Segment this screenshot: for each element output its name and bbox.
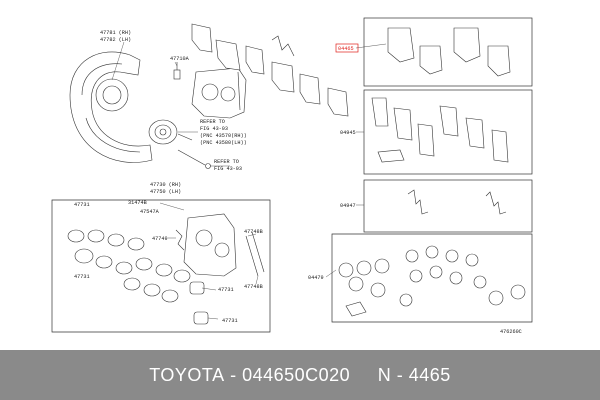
leader-lines	[111, 41, 387, 320]
spacer	[350, 365, 378, 386]
n-value: 4465	[408, 364, 451, 385]
label-pads: 04465	[338, 46, 354, 52]
separator-dash: -	[224, 364, 243, 385]
label-refer-1-rh: (PNC 43570(RH))	[200, 133, 247, 139]
label-refer-1-fig: FIG 43-03	[200, 126, 228, 132]
caliper-upper	[191, 67, 247, 119]
shim-kit-box	[363, 89, 533, 175]
clip-kit-box	[363, 179, 533, 233]
brand-name: TOYOTA	[149, 364, 225, 385]
label-refer-2: REFER TO	[214, 159, 239, 165]
label-47748b-b: 47748B	[244, 284, 263, 290]
label-clips: 04947	[340, 203, 356, 209]
label-caliper-rh: 47730 (RH)	[150, 182, 181, 188]
part-number: 044650C020	[242, 364, 351, 385]
label-31474b: 31474B	[128, 200, 147, 206]
label-47749: 47749	[152, 236, 168, 242]
label-47731-a: 47731	[74, 202, 90, 208]
label-47547a: 47547A	[140, 209, 160, 215]
pad-kit-box	[363, 17, 533, 87]
label-refer-2-fig: FIG 43-03	[214, 166, 242, 172]
label-47731-b: 47731	[74, 274, 90, 280]
label-47748b-a: 47748B	[244, 229, 263, 235]
highlight-box	[335, 43, 359, 53]
label-47731-d: 47731	[222, 318, 238, 324]
seal-kit-box	[331, 233, 533, 323]
parts-diagram: 47781 (RH) 47782 (LH) 47710A REFER TO FI…	[51, 17, 533, 335]
label-refer-1: REFER TO	[200, 119, 225, 125]
label-47731-c: 47731	[218, 287, 234, 293]
pads-upper	[191, 23, 349, 117]
label-shims: 04945	[340, 130, 356, 136]
dust-shield	[69, 51, 153, 163]
label-refer-1-lh: (PNC 43580(LH))	[200, 140, 247, 146]
label-seals: 04479	[308, 275, 324, 281]
caliper-lower-box	[51, 199, 271, 333]
label-caliper-lh: 47750 (LH)	[150, 189, 181, 195]
bleeder-plug	[173, 62, 181, 80]
label-bleeder: 47710A	[170, 56, 190, 62]
label-shield-lh: 47782 (LH)	[100, 37, 131, 43]
n-label: N	[377, 364, 392, 385]
separator-dash-2: -	[391, 364, 409, 385]
label-figure-code: 476260C	[500, 329, 522, 335]
part-number-banner: TOYOTA - 044650C020 N - 4465	[0, 350, 600, 400]
label-shield: 47781 (RH)	[100, 30, 131, 36]
